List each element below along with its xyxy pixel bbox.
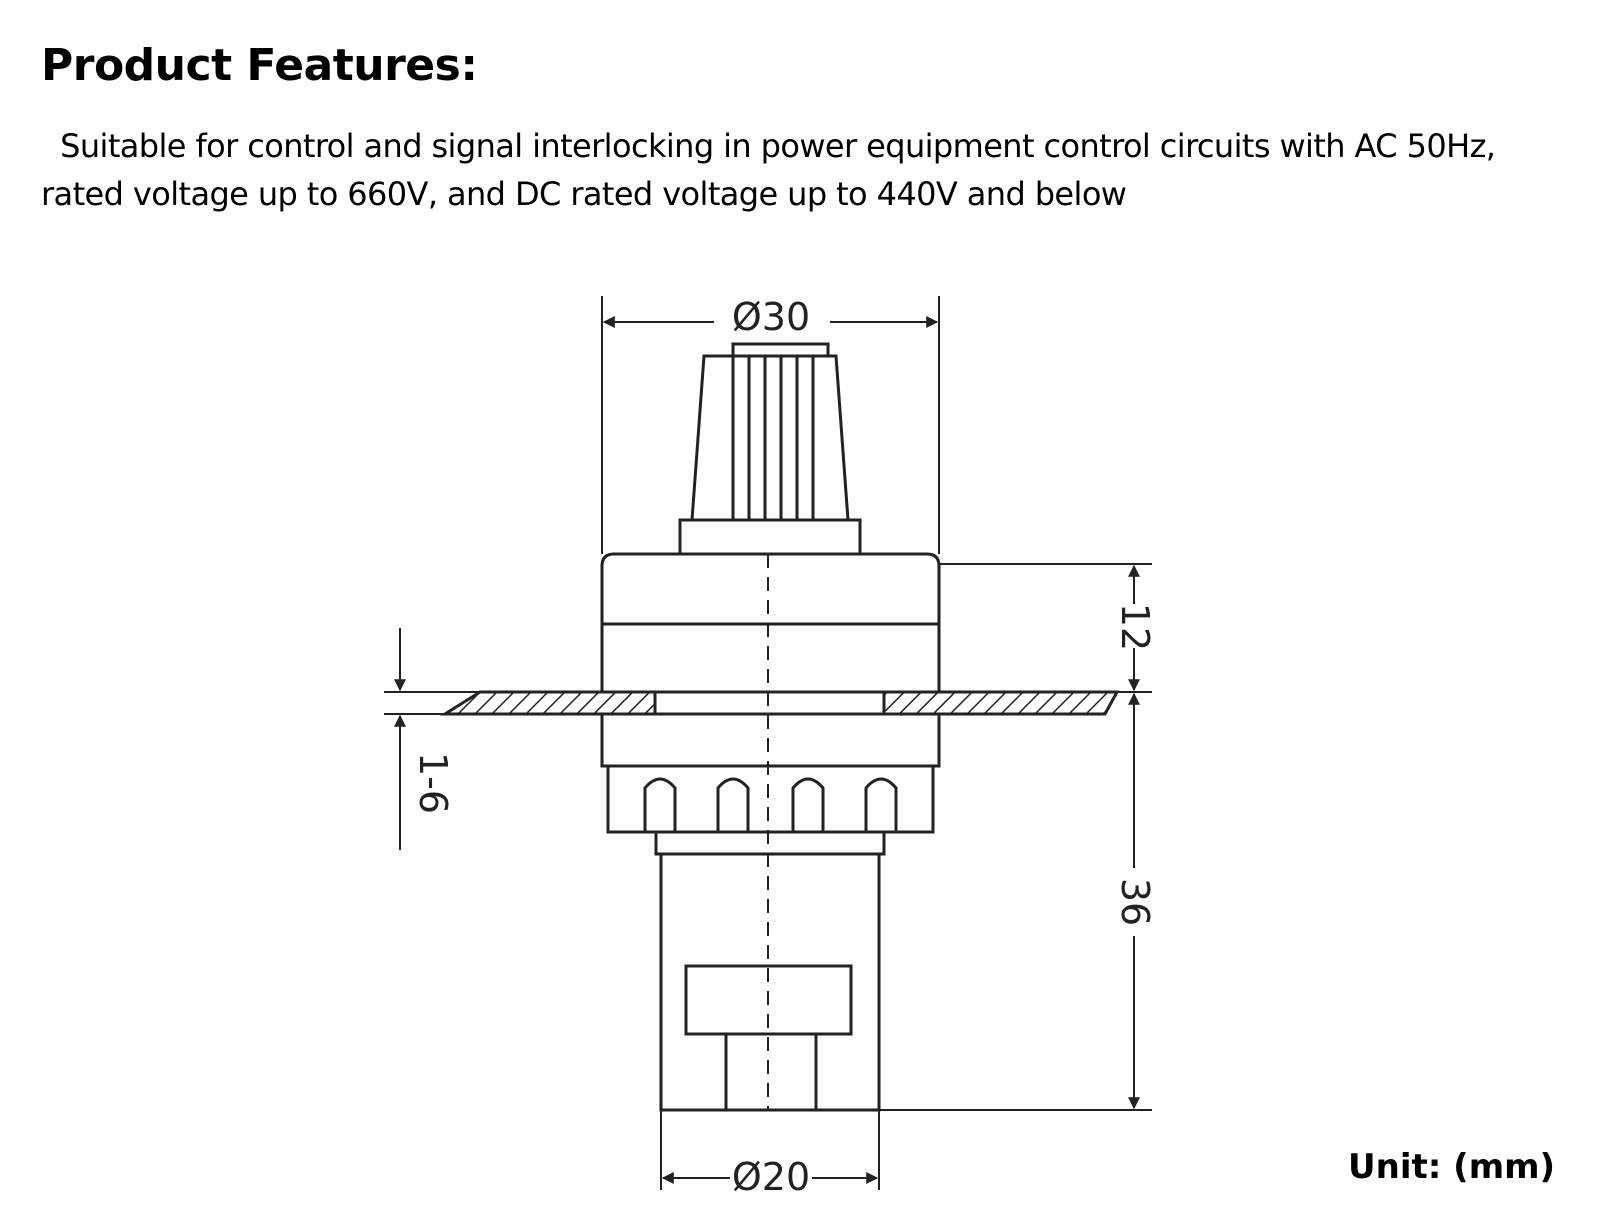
terminal	[724, 1032, 818, 1112]
upper-housing	[600, 552, 941, 694]
label-top-diameter: Ø30	[732, 295, 810, 339]
label-lower-height: 36	[1113, 878, 1157, 926]
knob-base	[678, 518, 862, 556]
label-bottom-diameter: Ø20	[732, 1155, 810, 1199]
castellated-nut	[606, 764, 935, 834]
label-upper-height: 12	[1113, 603, 1157, 651]
flange	[654, 830, 886, 856]
page-title: Product Features:	[41, 40, 478, 91]
label-panel-thickness: 1-6	[411, 752, 455, 814]
mounting-panel	[439, 690, 1120, 716]
unit-label: Unit: (mm)	[1348, 1147, 1556, 1187]
lower-ring	[600, 712, 941, 768]
rotary-knob	[690, 342, 850, 522]
product-description: Suitable for control and signal interloc…	[41, 127, 1496, 213]
